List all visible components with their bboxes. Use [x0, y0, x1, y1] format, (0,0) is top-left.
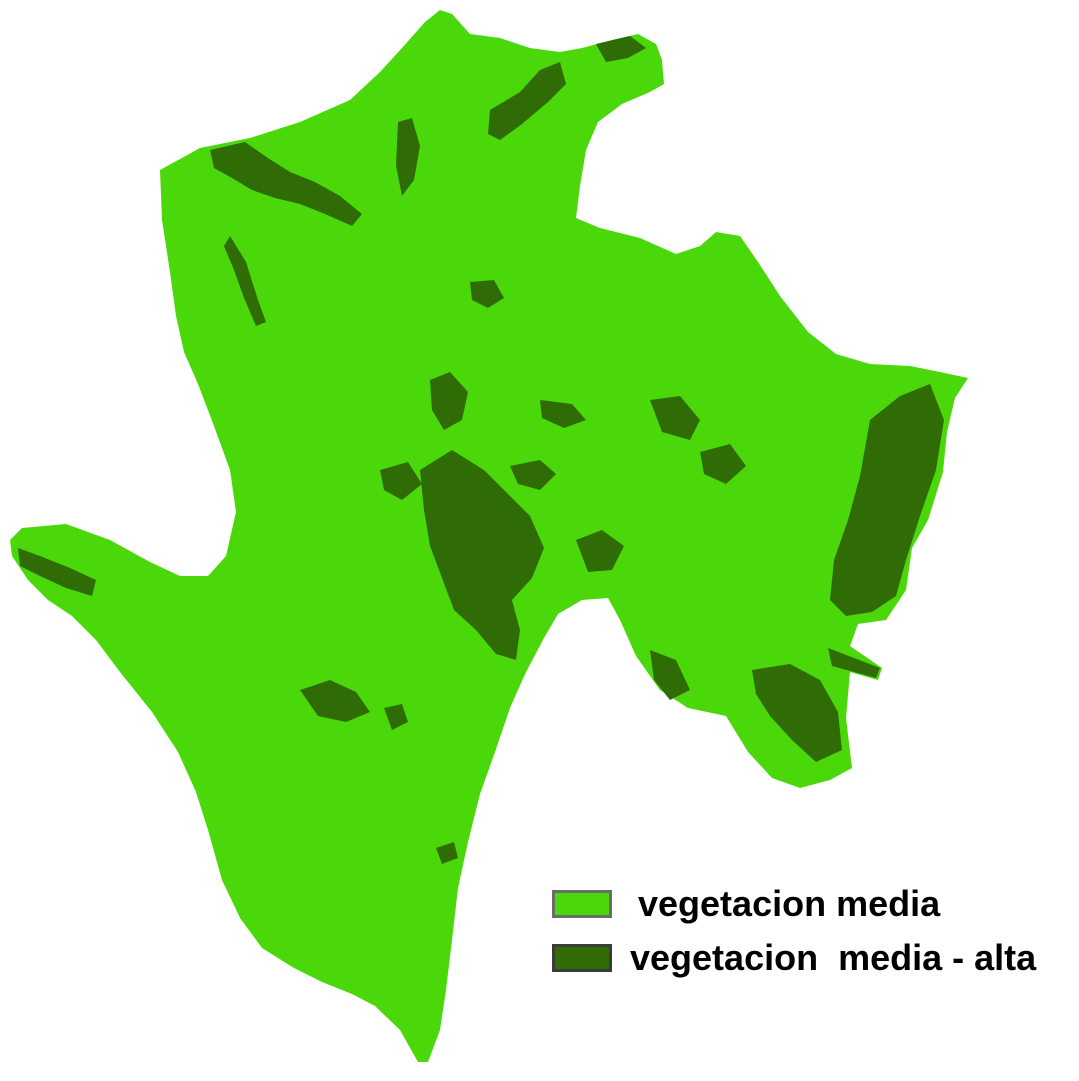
patch-center-east — [540, 400, 586, 428]
vegetacion-media-alta-patches — [18, 36, 944, 864]
patch-central-4 — [510, 460, 556, 490]
patch-southwest — [18, 548, 96, 596]
patch-southeast-2 — [650, 650, 690, 700]
map-legend: vegetacion media vegetacion media - alta — [552, 880, 1072, 990]
patch-north-top — [596, 36, 646, 62]
patch-south-small — [436, 842, 458, 864]
patch-east-mid-2 — [700, 444, 746, 484]
patch-south-center-2 — [384, 704, 408, 730]
patch-central-3 — [380, 462, 422, 500]
patch-northwest — [210, 142, 362, 226]
patch-central-5 — [576, 530, 624, 572]
patch-southeast — [752, 664, 842, 762]
patch-east — [830, 384, 944, 616]
patch-central — [420, 450, 544, 660]
legend-item-vegetacion-media: vegetacion media — [552, 883, 941, 924]
patch-south-center — [300, 680, 370, 722]
patch-east-mid — [650, 396, 700, 440]
legend-swatch-high — [552, 944, 612, 972]
patch-north-ne — [488, 62, 566, 140]
legend-item-vegetacion-media-alta: vegetacion media - alta — [552, 937, 1037, 978]
patch-north-center — [470, 280, 504, 308]
legend-label: vegetacion media — [638, 883, 941, 924]
legend-label: vegetacion media - alta — [630, 937, 1037, 978]
legend-swatch-medium — [552, 890, 612, 918]
patch-northwest-2 — [224, 236, 266, 326]
patch-north-mid — [396, 118, 420, 196]
patch-central-2 — [430, 372, 468, 430]
patch-east-spur — [828, 648, 880, 678]
